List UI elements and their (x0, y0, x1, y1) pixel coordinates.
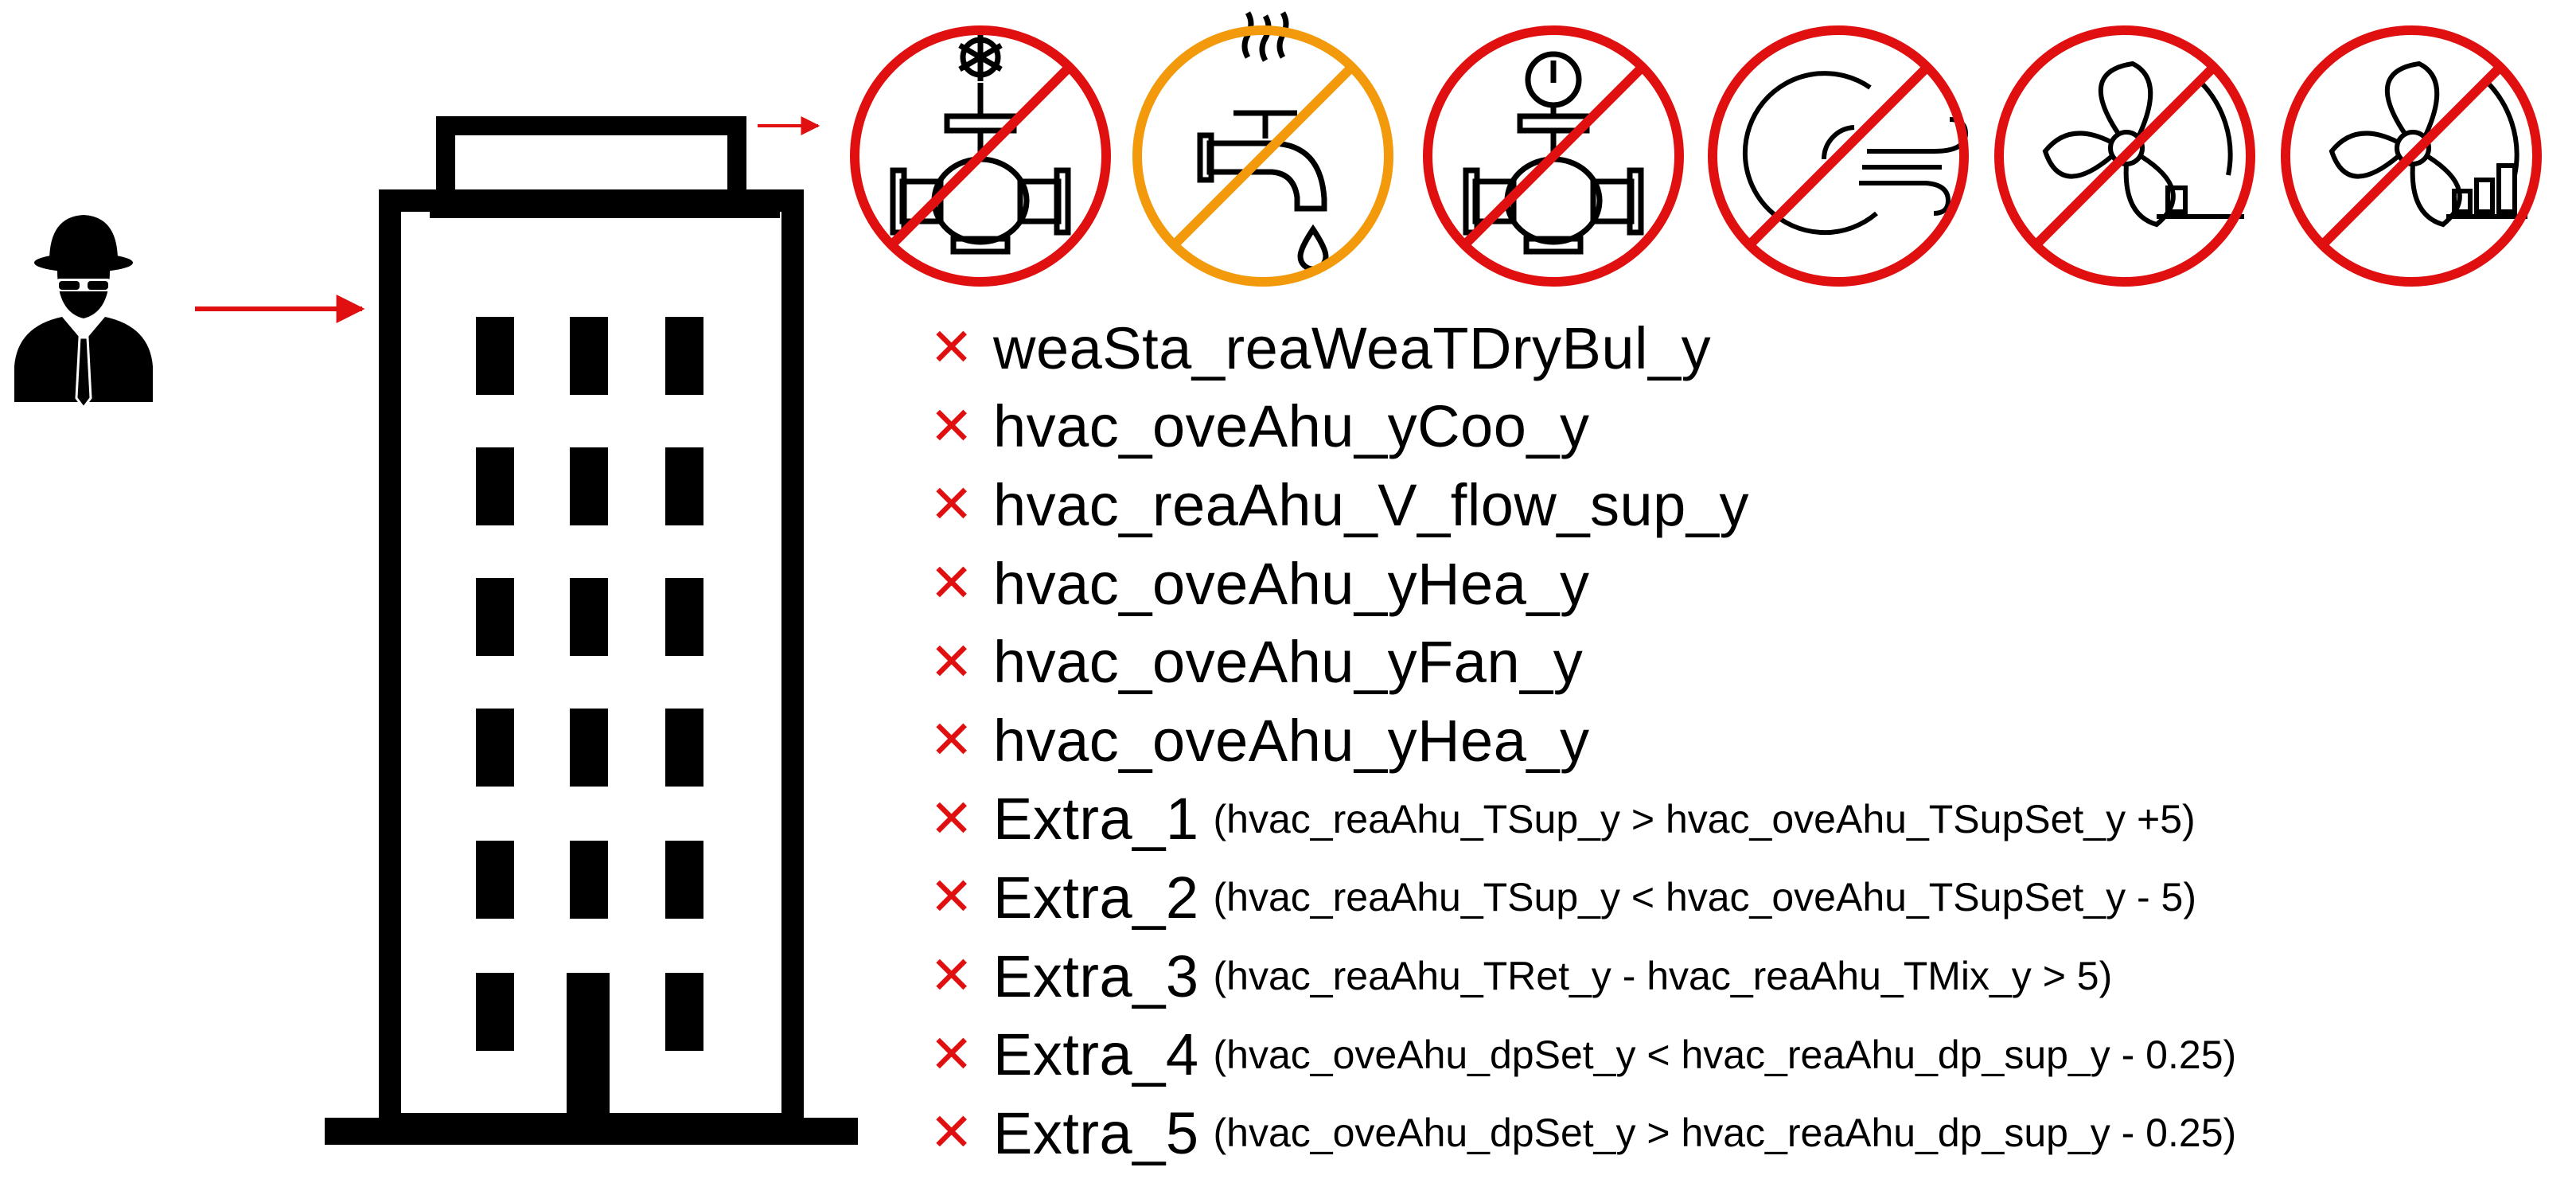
red-x-icon: ✕ (929, 866, 974, 928)
prohibition-slash (2032, 64, 2217, 248)
prohibition-slash (1171, 64, 1355, 248)
building-window (665, 709, 703, 787)
point-name: hvac_oveAhu_yCoo_y (993, 393, 1590, 460)
point-name: weaSta_reaWeaTDryBul_y (993, 314, 1712, 381)
component-icons (850, 11, 2542, 287)
building-window (476, 317, 514, 395)
point-name: hvac_oveAhu_yFan_y (993, 629, 1584, 696)
prohibition-ring (1132, 25, 1393, 287)
disabled-point-item: ✕ hvac_oveAhu_yCoo_y (929, 388, 2236, 467)
prohibition-slash (888, 64, 1073, 248)
prohibition-slash (1461, 64, 1646, 248)
building-window (570, 447, 608, 525)
red-x-icon: ✕ (929, 1102, 974, 1164)
disabled-point-item: ✕ Extra_3 (hvac_reaAhu_TRet_y - hvac_reaAh… (929, 937, 2236, 1016)
building-window (570, 317, 608, 395)
disabled-points-list: ✕ weaSta_reaWeaTDryBul_y ✕ hvac_oveAhu_yCoo… (929, 309, 2236, 1173)
point-condition: (hvac_oveAhu_dpSet_y < hvac_reaAhu_dp_su… (1213, 1032, 2237, 1077)
point-name: hvac_oveAhu_yHea_y (993, 707, 1590, 774)
prohibition-ring (2281, 25, 2542, 287)
building-window (476, 841, 514, 919)
fan-speed-levels-icon (2329, 61, 2527, 228)
building-window (570, 578, 608, 656)
disabled-point-item: ✕ Extra_4 (hvac_oveAhu_dpSet_y < hvac_reaA… (929, 1015, 2236, 1094)
building-window (665, 578, 703, 656)
point-name: Extra_4 (993, 1021, 1199, 1088)
point-condition: (hvac_reaAhu_TRet_y - hvac_reaAhu_TMix_y… (1213, 954, 2113, 999)
red-x-icon: ✕ (929, 945, 974, 1007)
red-x-icon: ✕ (929, 474, 974, 536)
disabled-point-item: ✕ hvac_oveAhu_yFan_y (929, 623, 2236, 701)
hot-water-tap-icon (1197, 11, 1329, 272)
prohibition-slash (2319, 64, 2504, 248)
point-name: hvac_reaAhu_V_flow_sup_y (993, 471, 1749, 538)
prohibition-ring (1423, 25, 1684, 287)
airflow-icon (1742, 71, 1969, 236)
building-window (476, 973, 514, 1051)
building-window (665, 973, 703, 1051)
disabled-point-item: ✕ Extra_1 (hvac_reaAhu_TSup_y > hvac_oveAh… (929, 780, 2236, 859)
point-name: Extra_2 (993, 864, 1199, 931)
point-name: Extra_3 (993, 943, 1199, 1009)
prohibition-ring (1994, 25, 2255, 287)
point-condition: (hvac_oveAhu_dpSet_y > hvac_reaAhu_dp_su… (1213, 1111, 2237, 1156)
building-icon (325, 116, 858, 1145)
disabled-point-item: ✕ Extra_5 (hvac_oveAhu_dpSet_y > hvac_reaA… (929, 1094, 2236, 1173)
building-window (570, 709, 608, 787)
building-window (476, 447, 514, 525)
prohibition-slash (1746, 64, 1931, 248)
red-x-icon: ✕ (929, 709, 974, 771)
building-window (570, 841, 608, 919)
disabled-point-item: ✕ hvac_reaAhu_V_flow_sup_y (929, 466, 2236, 545)
building-window (665, 447, 703, 525)
building-window (476, 578, 514, 656)
disabled-point-item: ✕ weaSta_reaWeaTDryBul_y (929, 309, 2236, 388)
disabled-point-item: ✕ hvac_oveAhu_yHea_y (929, 545, 2236, 623)
disabled-point-item: ✕ hvac_oveAhu_yHea_y (929, 701, 2236, 780)
point-condition: (hvac_reaAhu_TSup_y > hvac_oveAhu_TSupSe… (1213, 796, 2196, 841)
fan-low-speed-icon (2042, 61, 2244, 228)
red-x-icon: ✕ (929, 552, 974, 615)
point-name: hvac_oveAhu_yHea_y (993, 550, 1590, 617)
spy-attacker-icon (14, 215, 153, 410)
red-x-icon: ✕ (929, 395, 974, 457)
disabled-point-item: ✕ Extra_2 (hvac_reaAhu_TSup_y < hvac_oveAh… (929, 858, 2236, 937)
red-x-icon: ✕ (929, 787, 974, 849)
point-name: Extra_5 (993, 1099, 1199, 1166)
red-x-icon: ✕ (929, 630, 974, 693)
red-x-icon: ✕ (929, 1023, 974, 1085)
building-window (665, 841, 703, 919)
red-x-icon: ✕ (929, 317, 974, 379)
building-window (476, 709, 514, 787)
prohibition-ring (850, 25, 1111, 287)
point-name: Extra_1 (993, 786, 1199, 853)
prohibition-ring (1708, 25, 1969, 287)
point-condition: (hvac_reaAhu_TSup_y < hvac_oveAhu_TSupSe… (1213, 875, 2197, 920)
building-window (665, 317, 703, 395)
